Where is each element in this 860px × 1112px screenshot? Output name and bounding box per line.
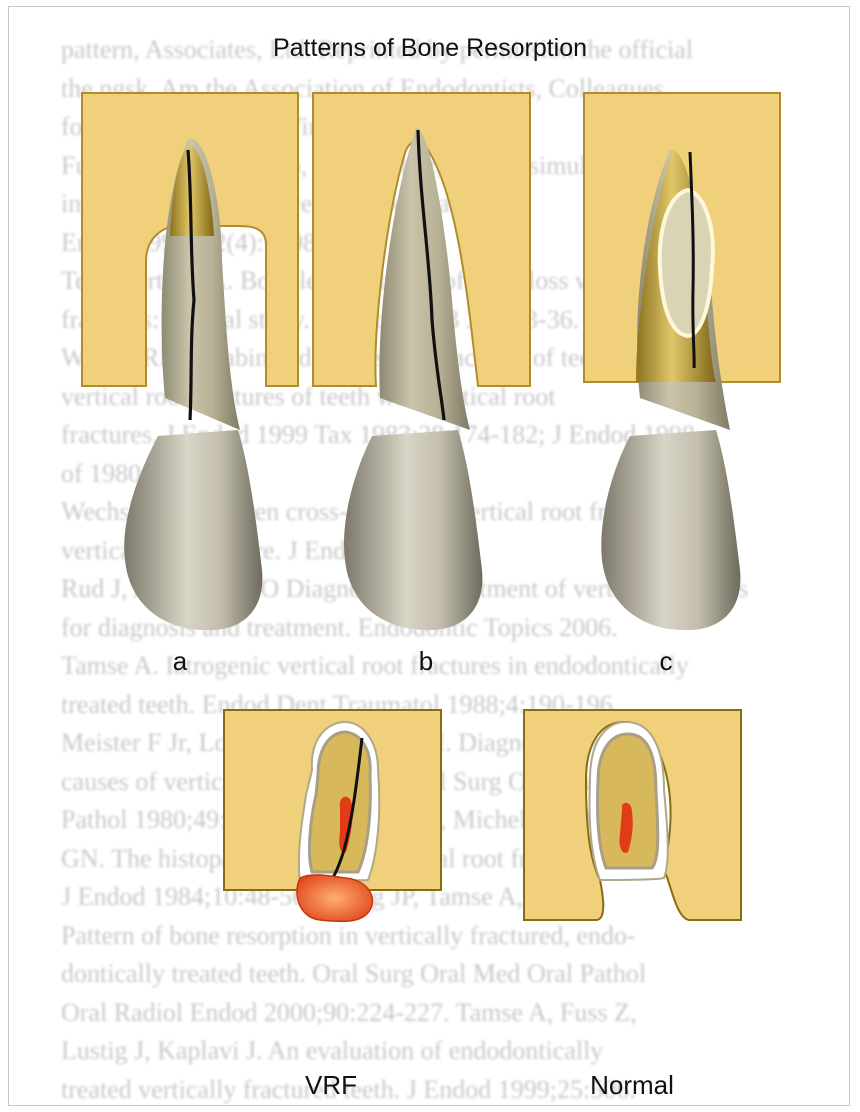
bone-window-c [660,190,713,336]
tooth-panel-b [313,93,530,630]
tooth-panel-a [82,93,298,630]
crown-b [344,430,482,630]
section-label-normal: Normal [590,1070,674,1101]
panel-label-b: b [419,646,433,677]
cross-section-vrf [224,710,441,921]
figure-title: Patterns of Bone Resorption [0,34,860,63]
cross-section-normal [524,710,741,920]
crown-c [601,430,740,630]
section-label-vrf: VRF [305,1070,357,1101]
tooth-panel-c [584,93,780,630]
panel-label-c: c [660,646,673,677]
panel-label-a: a [173,646,187,677]
crown-a [124,430,262,630]
